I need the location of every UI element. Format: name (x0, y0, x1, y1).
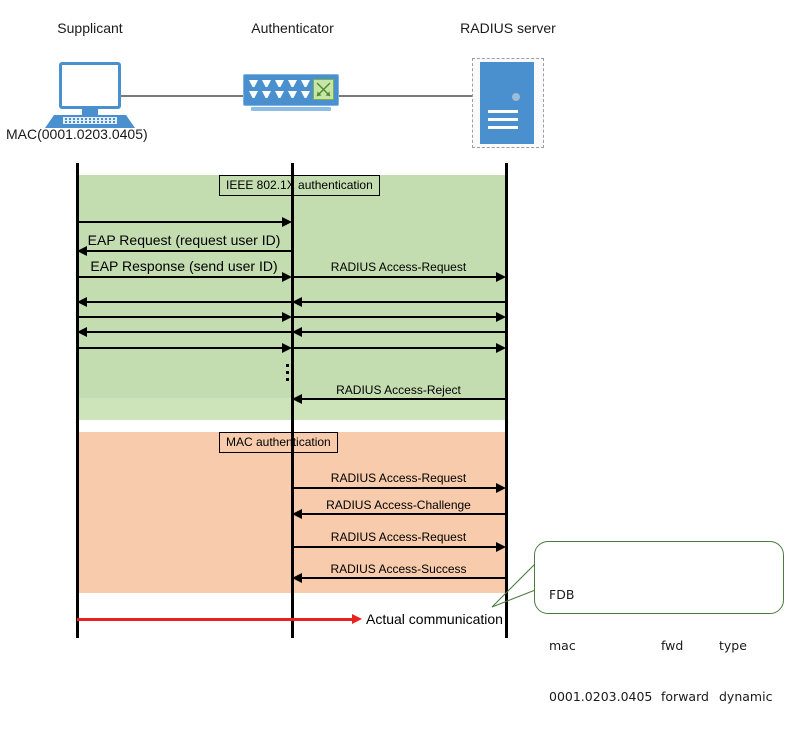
arrowhead-right-m3 (282, 272, 292, 282)
actor-label-authenticator: Authenticator (251, 20, 334, 36)
message-arrow-m14 (292, 487, 496, 489)
server-chassis (480, 62, 534, 144)
message-arrow-m10 (302, 331, 506, 333)
server-vent-line (488, 126, 518, 129)
fdb-data-row: 0001.0203.0405 forward dynamic (549, 688, 772, 705)
server-power-dot (512, 93, 520, 101)
message-arrow-m4 (292, 276, 496, 278)
message-label-m13: RADIUS Access-Reject (336, 383, 461, 397)
arrowhead-left-m5 (77, 297, 87, 307)
message-arrow-m16 (292, 546, 496, 548)
switch-port-leds (249, 80, 311, 100)
phase-title-8021x: IEEE 802.1X authentication (219, 175, 380, 196)
continuation-ellipsis-icon (286, 364, 289, 385)
message-arrow-m9 (87, 331, 292, 333)
keyboard-keys (63, 117, 117, 124)
arrowhead-right-m1 (282, 217, 292, 227)
wire-switch-to-server (339, 95, 480, 97)
arrowhead-left-m6 (292, 297, 302, 307)
message-arrow-m2 (87, 250, 292, 252)
fdb-value-fwd: forward (661, 689, 709, 704)
server-vent-line (488, 110, 518, 113)
monitor-screen (59, 62, 121, 109)
lifeline-supplicant (76, 163, 79, 638)
arrowhead-right-actual-communication (352, 614, 362, 624)
message-arrow-m13 (302, 398, 506, 400)
arrowhead-left-m13 (292, 394, 302, 404)
fdb-title: FDB (549, 587, 575, 602)
desktop-computer-icon (45, 62, 135, 130)
actor-label-radius: RADIUS server (460, 20, 556, 36)
arrowhead-right-m11 (282, 343, 292, 353)
message-arrow-m7 (77, 316, 283, 318)
actual-communication-arrow (77, 618, 353, 621)
diagram-canvas: Supplicant Authenticator RADIUS server (6, 20, 784, 704)
arrowhead-right-m14 (496, 483, 506, 493)
message-arrow-m17 (302, 577, 506, 579)
arrowhead-right-m8 (496, 312, 506, 322)
arrowhead-right-m4 (496, 272, 506, 282)
message-arrow-m12 (292, 347, 496, 349)
fdb-header-mac: mac (549, 638, 576, 653)
fdb-callout-content: FDB mac fwd type 0001.0203.0405 forward dyna… (549, 552, 772, 739)
arrowhead-left-m2 (77, 246, 87, 256)
switch-crossed-arrows-icon (313, 79, 334, 100)
server-tower-icon (472, 58, 544, 148)
message-arrow-m15 (302, 513, 506, 515)
message-label-m17: RADIUS Access-Success (330, 562, 467, 576)
fdb-header-row: mac fwd type (549, 637, 772, 654)
arrowhead-right-m16 (496, 542, 506, 552)
actual-communication-label: Actual communication (366, 611, 503, 627)
monitor-stand (82, 109, 98, 116)
message-arrow-m5 (87, 301, 292, 303)
arrowhead-right-m7 (282, 312, 292, 322)
wire-supplicant-to-switch (115, 95, 243, 97)
arrowhead-left-m10 (292, 327, 302, 337)
server-vent-line (488, 118, 518, 121)
actor-label-supplicant: Supplicant (57, 20, 123, 36)
fdb-value-type: dynamic (719, 689, 773, 704)
message-arrow-m8 (292, 316, 496, 318)
supplicant-mac-caption: MAC(0001.0203.0405) (6, 126, 148, 142)
message-arrow-m11 (77, 347, 283, 349)
message-label-m2: EAP Request (request user ID) (87, 232, 281, 248)
lifeline-radius (505, 163, 508, 638)
message-arrow-m6 (302, 301, 506, 303)
phase-title-mac: MAC authentication (219, 432, 338, 453)
fdb-header-fwd: fwd (661, 638, 684, 653)
fdb-header-type: type (719, 638, 747, 653)
message-arrow-m1 (77, 221, 283, 223)
message-label-m3: EAP Response (send user ID) (90, 258, 278, 274)
message-arrow-m3 (77, 276, 283, 278)
fdb-value-mac: 0001.0203.0405 (549, 689, 653, 704)
switch-base-shadow (251, 107, 331, 111)
message-label-m16: RADIUS Access-Request (330, 530, 467, 544)
network-switch-icon (243, 74, 339, 112)
message-label-m15: RADIUS Access-Challenge (326, 498, 471, 512)
message-label-m4: RADIUS Access-Request (330, 260, 467, 274)
arrowhead-left-m15 (292, 509, 302, 519)
message-label-m14: RADIUS Access-Request (330, 471, 467, 485)
fdb-callout: FDB mac fwd type 0001.0203.0405 forward dyna… (534, 541, 784, 704)
arrowhead-right-m12 (496, 343, 506, 353)
arrowhead-left-m17 (292, 573, 302, 583)
arrowhead-left-m9 (77, 327, 87, 337)
